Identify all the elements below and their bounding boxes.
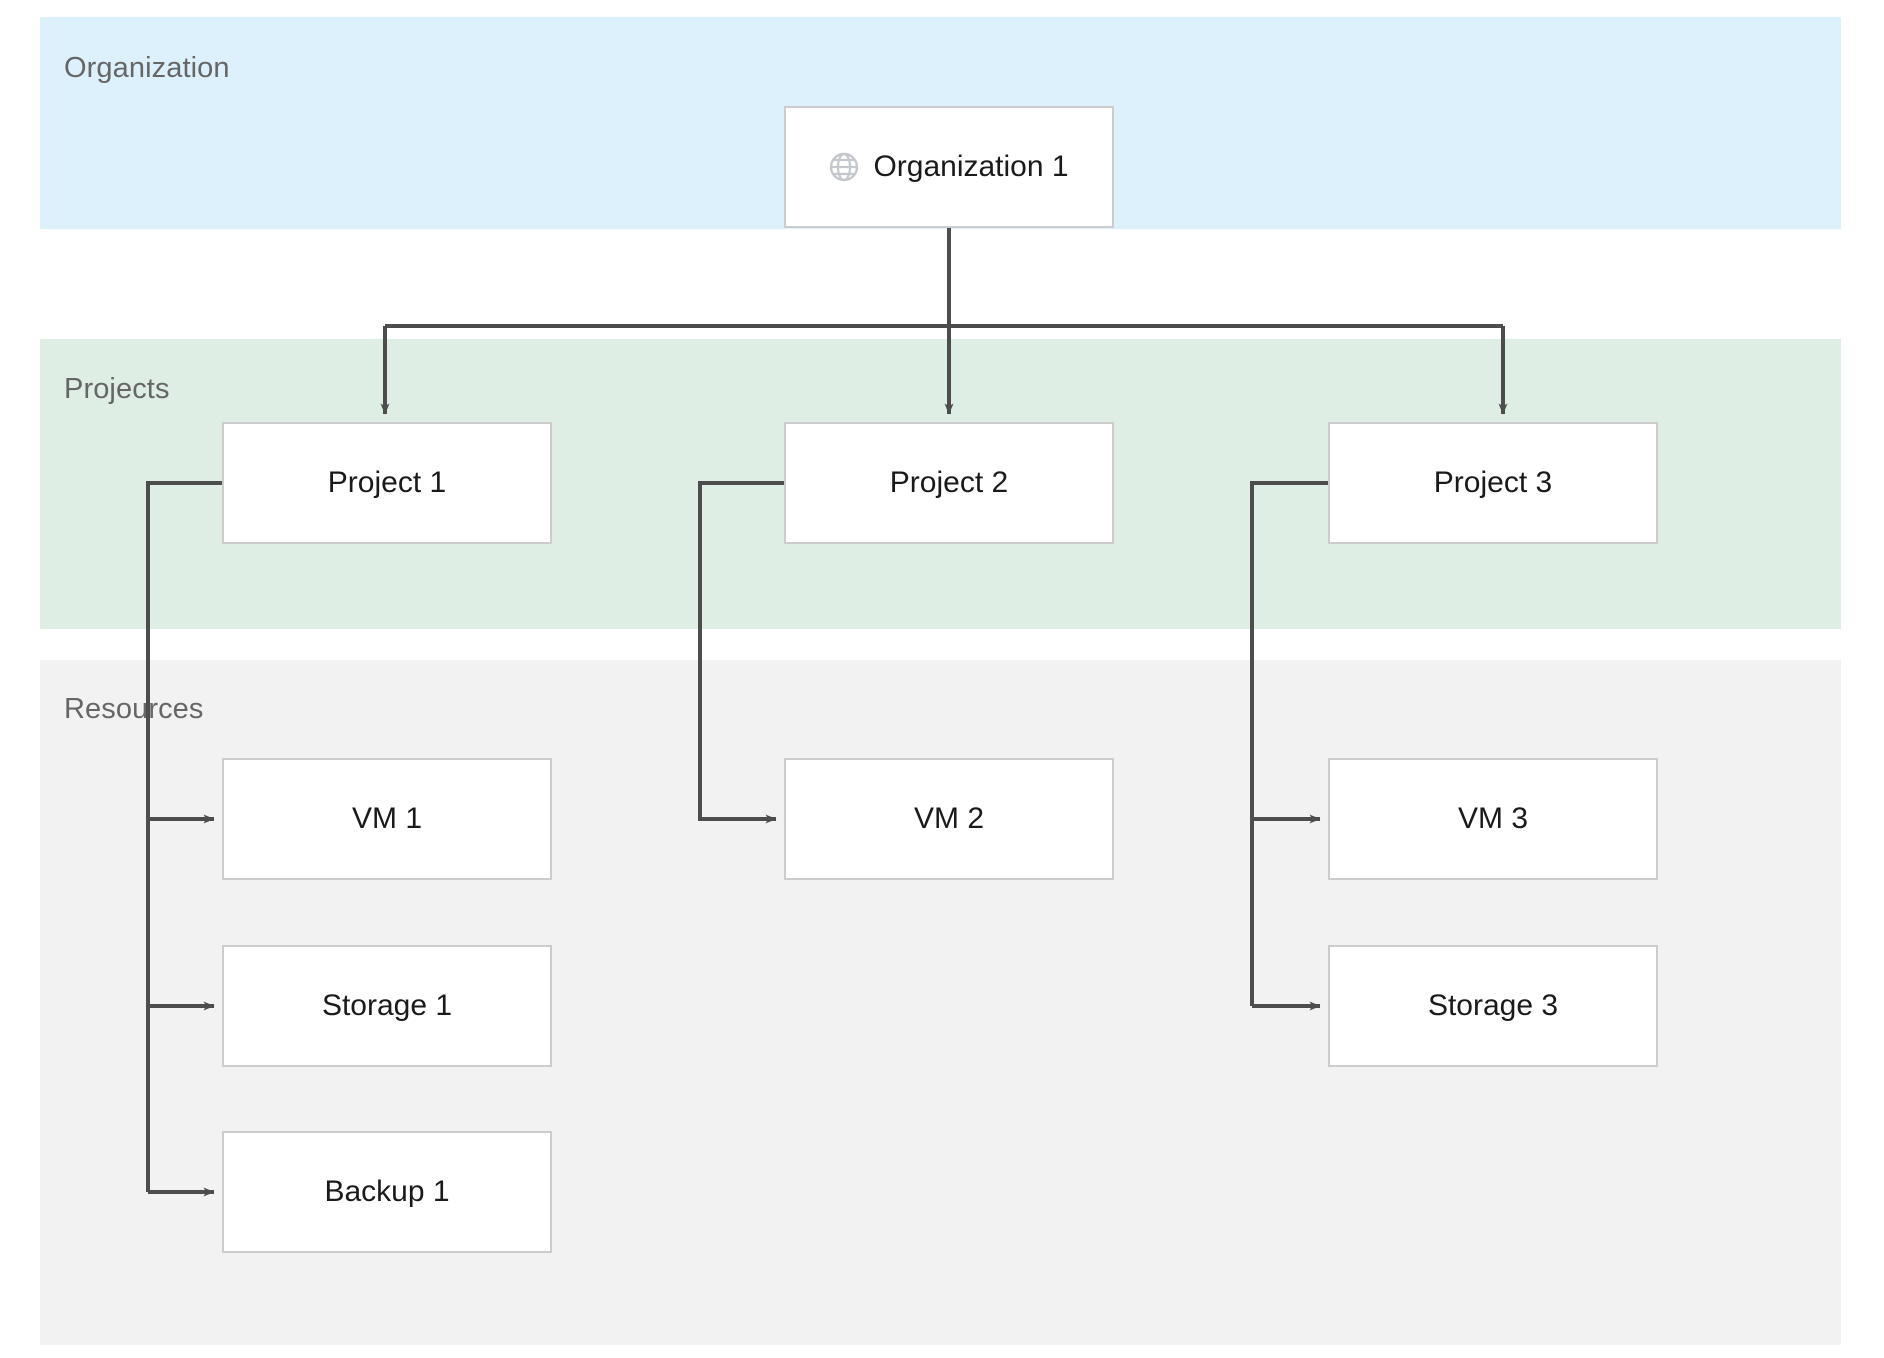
lane-label-resources: Resources xyxy=(64,693,204,725)
node-label-storage-3: Storage 3 xyxy=(1427,989,1559,1022)
node-organization-1[interactable]: Organization 1 xyxy=(784,106,1114,228)
node-backup-1[interactable]: Backup 1 xyxy=(222,1131,552,1253)
node-project-1[interactable]: Project 1 xyxy=(222,422,552,544)
node-label-storage-1: Storage 1 xyxy=(321,989,453,1022)
lane-label-projects: Projects xyxy=(64,373,170,405)
lane-label-organization: Organization xyxy=(64,52,230,84)
node-project-2[interactable]: Project 2 xyxy=(784,422,1114,544)
node-storage-1[interactable]: Storage 1 xyxy=(222,945,552,1067)
node-label-project-1: Project 1 xyxy=(327,466,447,499)
node-label-project-2: Project 2 xyxy=(889,466,1009,499)
node-project-3[interactable]: Project 3 xyxy=(1328,422,1658,544)
node-label-organization-1: Organization 1 xyxy=(873,150,1069,183)
globe-icon xyxy=(829,152,859,182)
node-label-vm-3: VM 3 xyxy=(1457,802,1529,835)
node-label-vm-2: VM 2 xyxy=(913,802,985,835)
node-label-project-3: Project 3 xyxy=(1433,466,1553,499)
node-storage-3[interactable]: Storage 3 xyxy=(1328,945,1658,1067)
node-vm-2[interactable]: VM 2 xyxy=(784,758,1114,880)
node-vm-3[interactable]: VM 3 xyxy=(1328,758,1658,880)
node-vm-1[interactable]: VM 1 xyxy=(222,758,552,880)
node-label-backup-1: Backup 1 xyxy=(324,1175,450,1208)
node-label-vm-1: VM 1 xyxy=(351,802,423,835)
